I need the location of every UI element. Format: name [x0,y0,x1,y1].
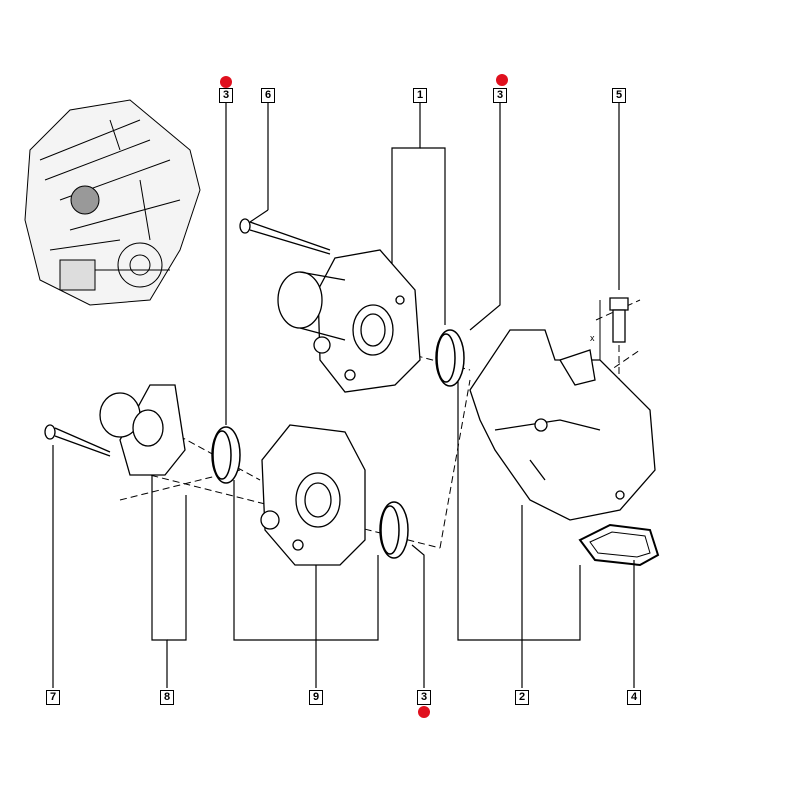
callout-9[interactable]: 9 [309,690,323,705]
bolt-5 [609,297,629,343]
callout-3-top-right[interactable]: 3 [493,88,507,103]
callout-6[interactable]: 6 [261,88,275,103]
screw-7 [44,424,111,457]
callout-3-top-left[interactable]: 3 [219,88,233,103]
dimension-label: x [590,333,595,343]
callout-7[interactable]: 7 [46,690,60,705]
gasket-4 [578,523,660,567]
callout-2[interactable]: 2 [515,690,529,705]
housing-2 [469,329,656,521]
screw-6 [239,218,331,255]
seal-rings-3 [211,329,465,559]
red-marker-dot [418,706,430,718]
throttle-body-9 [260,424,366,566]
engine-thumbnail [24,99,201,306]
red-marker-dot [496,74,508,86]
red-marker-dot [220,76,232,88]
callout-5[interactable]: 5 [612,88,626,103]
callout-1[interactable]: 1 [413,88,427,103]
leader-lines [52,103,635,688]
callout-3-bottom[interactable]: 3 [417,690,431,705]
throttle-body-1 [277,249,421,393]
callout-4[interactable]: 4 [627,690,641,705]
adapter-8 [99,384,186,476]
callout-8[interactable]: 8 [160,690,174,705]
